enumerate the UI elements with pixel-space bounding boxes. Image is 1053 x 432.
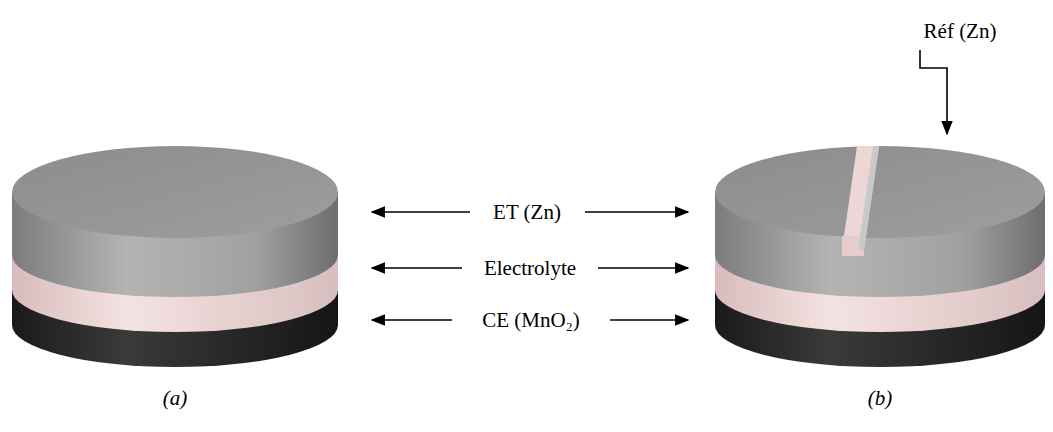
slot-floor <box>842 146 879 250</box>
slot-face <box>858 146 879 250</box>
cell-a <box>12 146 338 367</box>
layer-label: ET (Zn) <box>493 200 561 225</box>
panel-label: (b) <box>868 386 893 411</box>
panel-label: (a) <box>163 386 188 411</box>
reference-label: Réf (Zn) <box>924 19 997 44</box>
cell-b <box>715 146 1045 367</box>
layer-label: Electrolyte <box>484 256 576 281</box>
layer-label: CE (MnO₂) <box>482 308 580 333</box>
leader-arrows <box>372 50 947 320</box>
